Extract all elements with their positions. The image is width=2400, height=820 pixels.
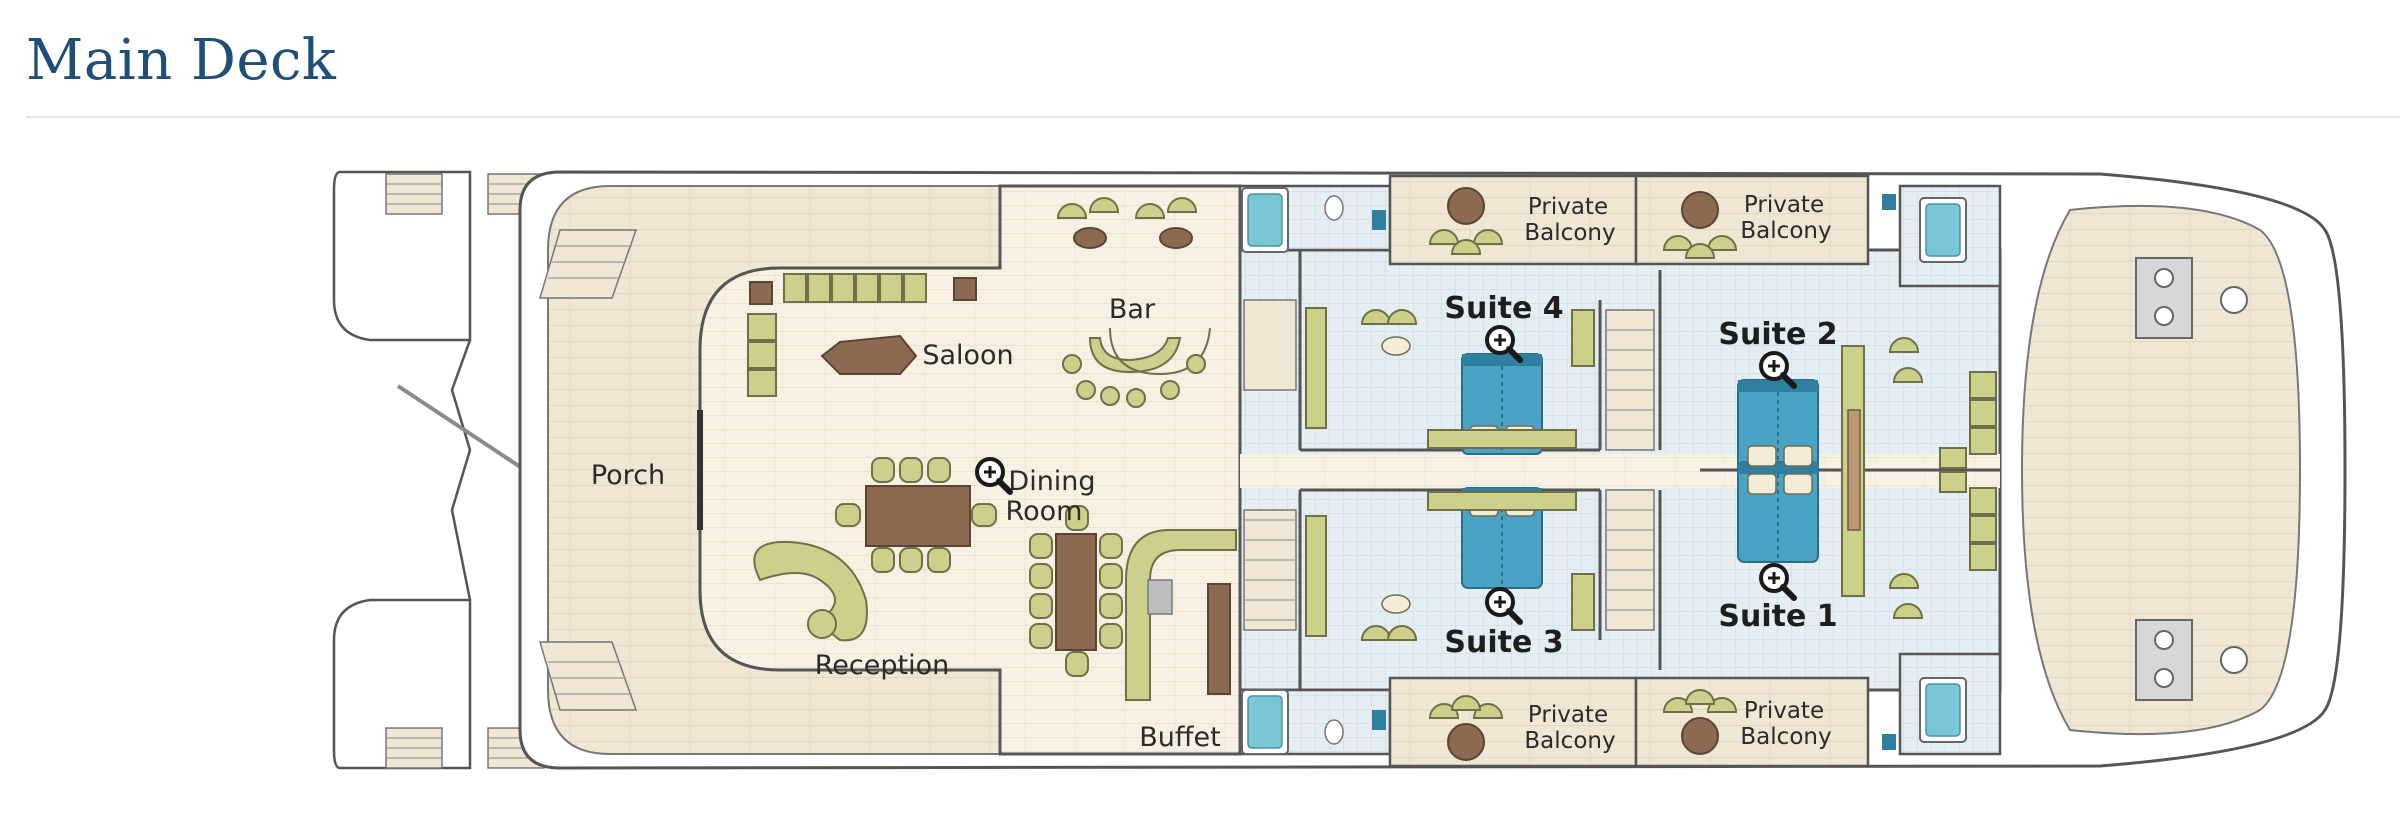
balcony-suite2-label-line1: Private xyxy=(1744,192,1824,218)
buffet-label: Buffet xyxy=(1139,722,1220,753)
aft-stairs xyxy=(538,229,638,711)
forward-sofas xyxy=(1939,371,1997,571)
buffet-counter xyxy=(1125,529,1237,701)
reception-label: Reception xyxy=(815,650,949,681)
bar-lounge-chairs xyxy=(1057,197,1197,249)
balcony-suite4-label-line1: Private xyxy=(1528,194,1608,220)
balcony-suite3-label-line2: Balcony xyxy=(1524,728,1615,754)
suite-chairs xyxy=(1361,309,1923,641)
suite4-label[interactable]: Suite 4 xyxy=(1444,291,1563,326)
bar-counter xyxy=(1062,327,1211,408)
foredeck xyxy=(2020,204,2302,736)
stern-hulls xyxy=(332,170,547,770)
bar-label: Bar xyxy=(1109,294,1156,325)
suite1-label[interactable]: Suite 1 xyxy=(1718,599,1837,634)
suite2-label[interactable]: Suite 2 xyxy=(1718,317,1837,352)
saloon-sofa xyxy=(747,273,927,397)
balcony-furniture xyxy=(1429,187,1737,761)
dining-tables xyxy=(835,457,1123,677)
balcony-suite2-label-line2: Balcony xyxy=(1740,218,1831,244)
saloon-table xyxy=(820,334,918,375)
balcony-suite1-label-line1: Private xyxy=(1744,698,1824,724)
dining-room-label-line2[interactable]: Room xyxy=(1006,496,1083,527)
balcony-suite3-label-line1: Private xyxy=(1528,702,1608,728)
saloon-label: Saloon xyxy=(922,340,1013,371)
dining-room-label-line1[interactable]: Dining xyxy=(1008,466,1095,497)
anchor-winches xyxy=(2135,257,2248,701)
reception-desk xyxy=(753,540,868,642)
balcony-suite1-label-line2: Balcony xyxy=(1740,724,1831,750)
saloon-area xyxy=(698,184,1242,756)
porch-label: Porch xyxy=(591,460,665,491)
bathrooms xyxy=(1238,184,2002,756)
balcony-suite4-label-line2: Balcony xyxy=(1524,220,1615,246)
title-divider xyxy=(26,116,2400,118)
suite-wardrobes xyxy=(1305,307,1865,637)
page-title: Main Deck xyxy=(26,28,337,93)
balconies xyxy=(1388,174,1870,768)
deck-plan: Porch Saloon Bar Dining Room Reception B… xyxy=(332,170,2347,770)
suite3-label[interactable]: Suite 3 xyxy=(1444,625,1563,660)
